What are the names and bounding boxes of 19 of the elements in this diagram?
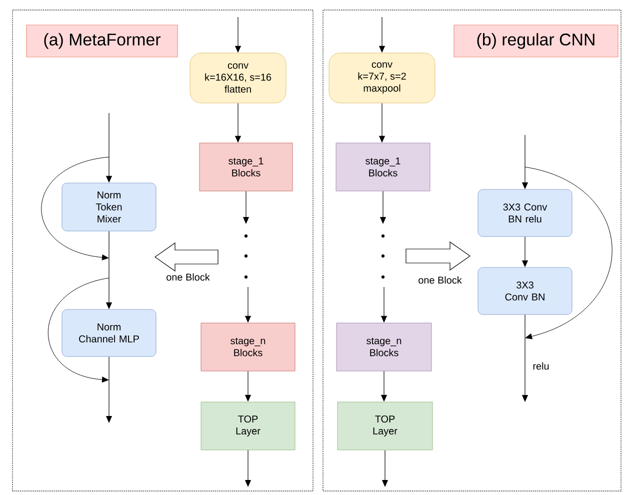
layer-box: TOP Layer (337, 402, 433, 450)
block-box: Norm Token Mixer (62, 182, 156, 232)
block-box: Norm Channel MLP (62, 309, 156, 357)
block-box: 3X3 Conv BN relu (478, 189, 572, 237)
stage-box: stage_1 Blocks (336, 142, 430, 192)
input-box: conv k=7x7, s=2 maxpool (328, 52, 436, 104)
label-text: one Block (166, 273, 210, 281)
layer-box: TOP Layer (200, 402, 296, 450)
panel-frame (12, 10, 314, 492)
label-text: one Block (418, 276, 462, 284)
block-box: 3X3 Conv BN (478, 267, 572, 315)
title-box: (a) MetaFormer (26, 24, 178, 58)
stage-box: stage_n Blocks (336, 322, 432, 372)
stage-box: stage_1 Blocks (199, 142, 293, 192)
stage-box: stage_n Blocks (200, 322, 296, 372)
input-box: conv k=16X16, s=16 flatten (190, 52, 286, 104)
panel-frame (322, 10, 622, 492)
title-box: (b) regular CNN (454, 24, 618, 58)
edge-label: relu (532, 361, 550, 371)
